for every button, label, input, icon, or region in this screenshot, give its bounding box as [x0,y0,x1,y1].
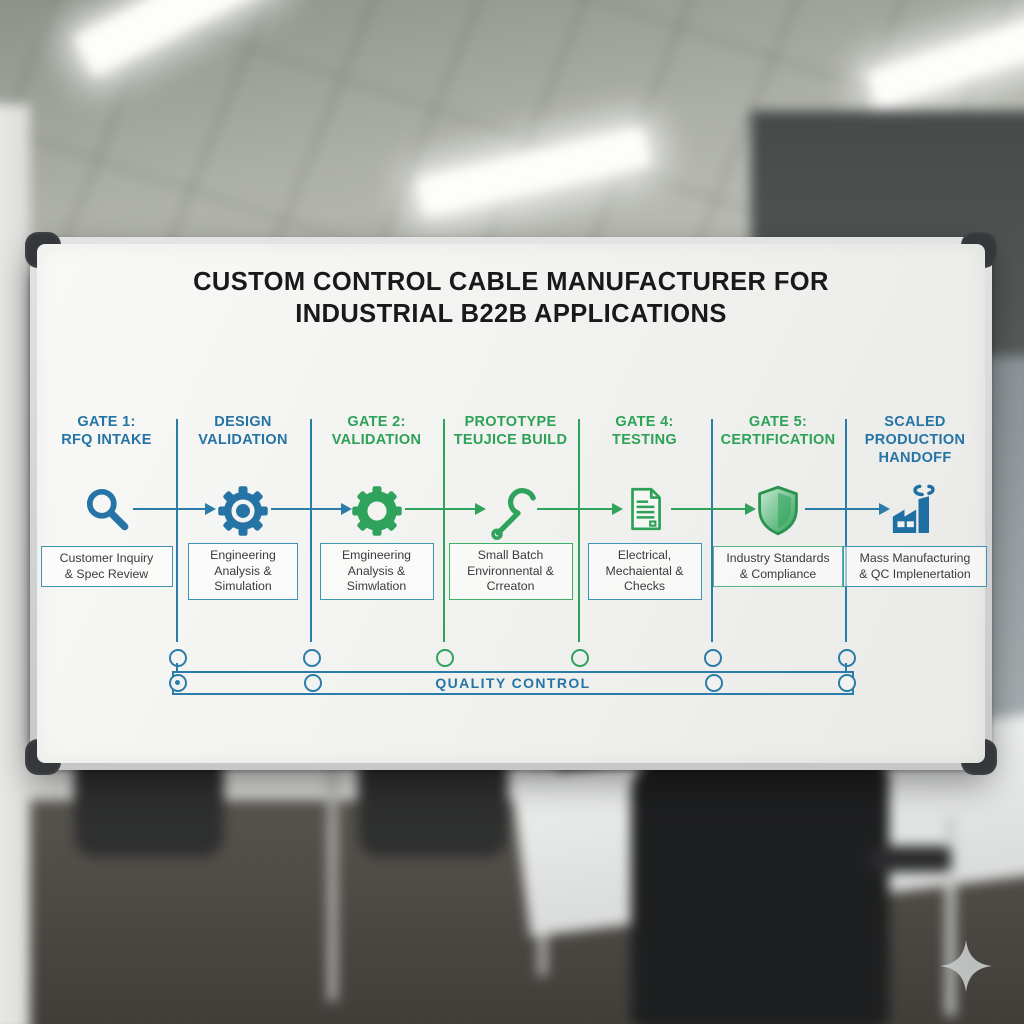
connector-stub [845,663,847,672]
stage-column-handoff: SCALED PRODUCTION HANDOFF Mass Manufactu… [843,244,987,714]
desk-leg [328,761,337,1001]
flow-arrow [671,502,756,515]
stage-column-prototype: PROTOTYPE TEUJICE BUILD Small Batch Envi… [443,244,578,714]
timeline-node [571,649,589,667]
timeline-node [436,649,454,667]
stage-header: GATE 2: VALIDATION [331,414,422,448]
stage-header: DESIGN VALIDATION [198,414,288,448]
quality-control-band: QUALITY CONTROL [172,671,854,695]
stage-box: Electrical, Mechaiental & Checks [587,543,702,600]
factory-icon [887,484,943,545]
shield-icon [752,484,804,541]
stage-box: Industry Standards & Compliance [713,546,843,587]
stage-header: GATE 4: TESTING [612,414,677,448]
stage-column-gate5: GATE 5: CERTIFICATION Industry Standards… [711,244,845,714]
timeline-node [169,649,187,667]
sparkle-watermark-icon [938,938,994,994]
gear-icon [216,484,270,543]
office-chair-arm [871,846,951,872]
whiteboard: CUSTOM CONTROL CABLE MANUFACTURER FOR IN… [37,244,987,763]
connector-stub [176,663,178,672]
timeline-node [704,649,722,667]
stage-box: Small Batch Environnental & Crreaton [448,543,573,600]
diagram-title: CUSTOM CONTROL CABLE MANUFACTURER FOR IN… [193,268,829,328]
stage-header: GATE 5: CERTIFICATION [720,414,836,448]
stage-box: Mass Manufacturing & QC Implenertation [843,546,987,587]
band-node [705,674,723,692]
band-node-dot [175,680,180,685]
stage-header: GATE 1: RFQ INTAKE [61,414,152,448]
flow-arrow [133,502,216,515]
column-divider-line [845,419,847,642]
stage-column-gate2: GATE 2: VALIDATION Emgine [310,244,443,714]
stage-column-gate4: GATE 4: TESTING Electrical, Mechaiental … [578,244,711,714]
stage-column-design-validation: DESIGN VALIDATION [176,244,310,714]
flow-arrow [271,502,352,515]
wrench-icon [483,484,539,545]
column-divider-line [176,419,178,642]
band-node [838,674,856,692]
stage-box: Emgineering Analysis & Simwlation [319,543,434,600]
flow-arrow [805,502,890,515]
stage-box: Customer Inquiry & Spec Review [40,546,173,587]
column-divider-line [443,419,445,642]
gear-icon [350,484,404,543]
band-node [304,674,322,692]
stage-header: SCALED PRODUCTION HANDOFF [864,414,966,466]
timeline-node [303,649,321,667]
column-divider-line [578,419,580,642]
magnifier-icon [82,484,132,539]
document-icon [620,484,670,539]
timeline-node [838,649,856,667]
column-divider-line [711,419,713,642]
desk-leg [946,816,955,1016]
office-chair [631,758,889,1024]
stage-column-gate1: GATE 1: RFQ INTAKE Customer Inquiry & Sp… [37,244,176,714]
stage-header: PROTOTYPE TEUJICE BUILD [453,414,568,448]
flow-arrow [405,502,486,515]
flow-arrow [537,502,623,515]
quality-control-label: QUALITY CONTROL [435,675,591,691]
stage-box: Engineering Analysis & Simulation [188,543,298,600]
column-divider-line [310,419,312,642]
band-node [169,674,187,692]
